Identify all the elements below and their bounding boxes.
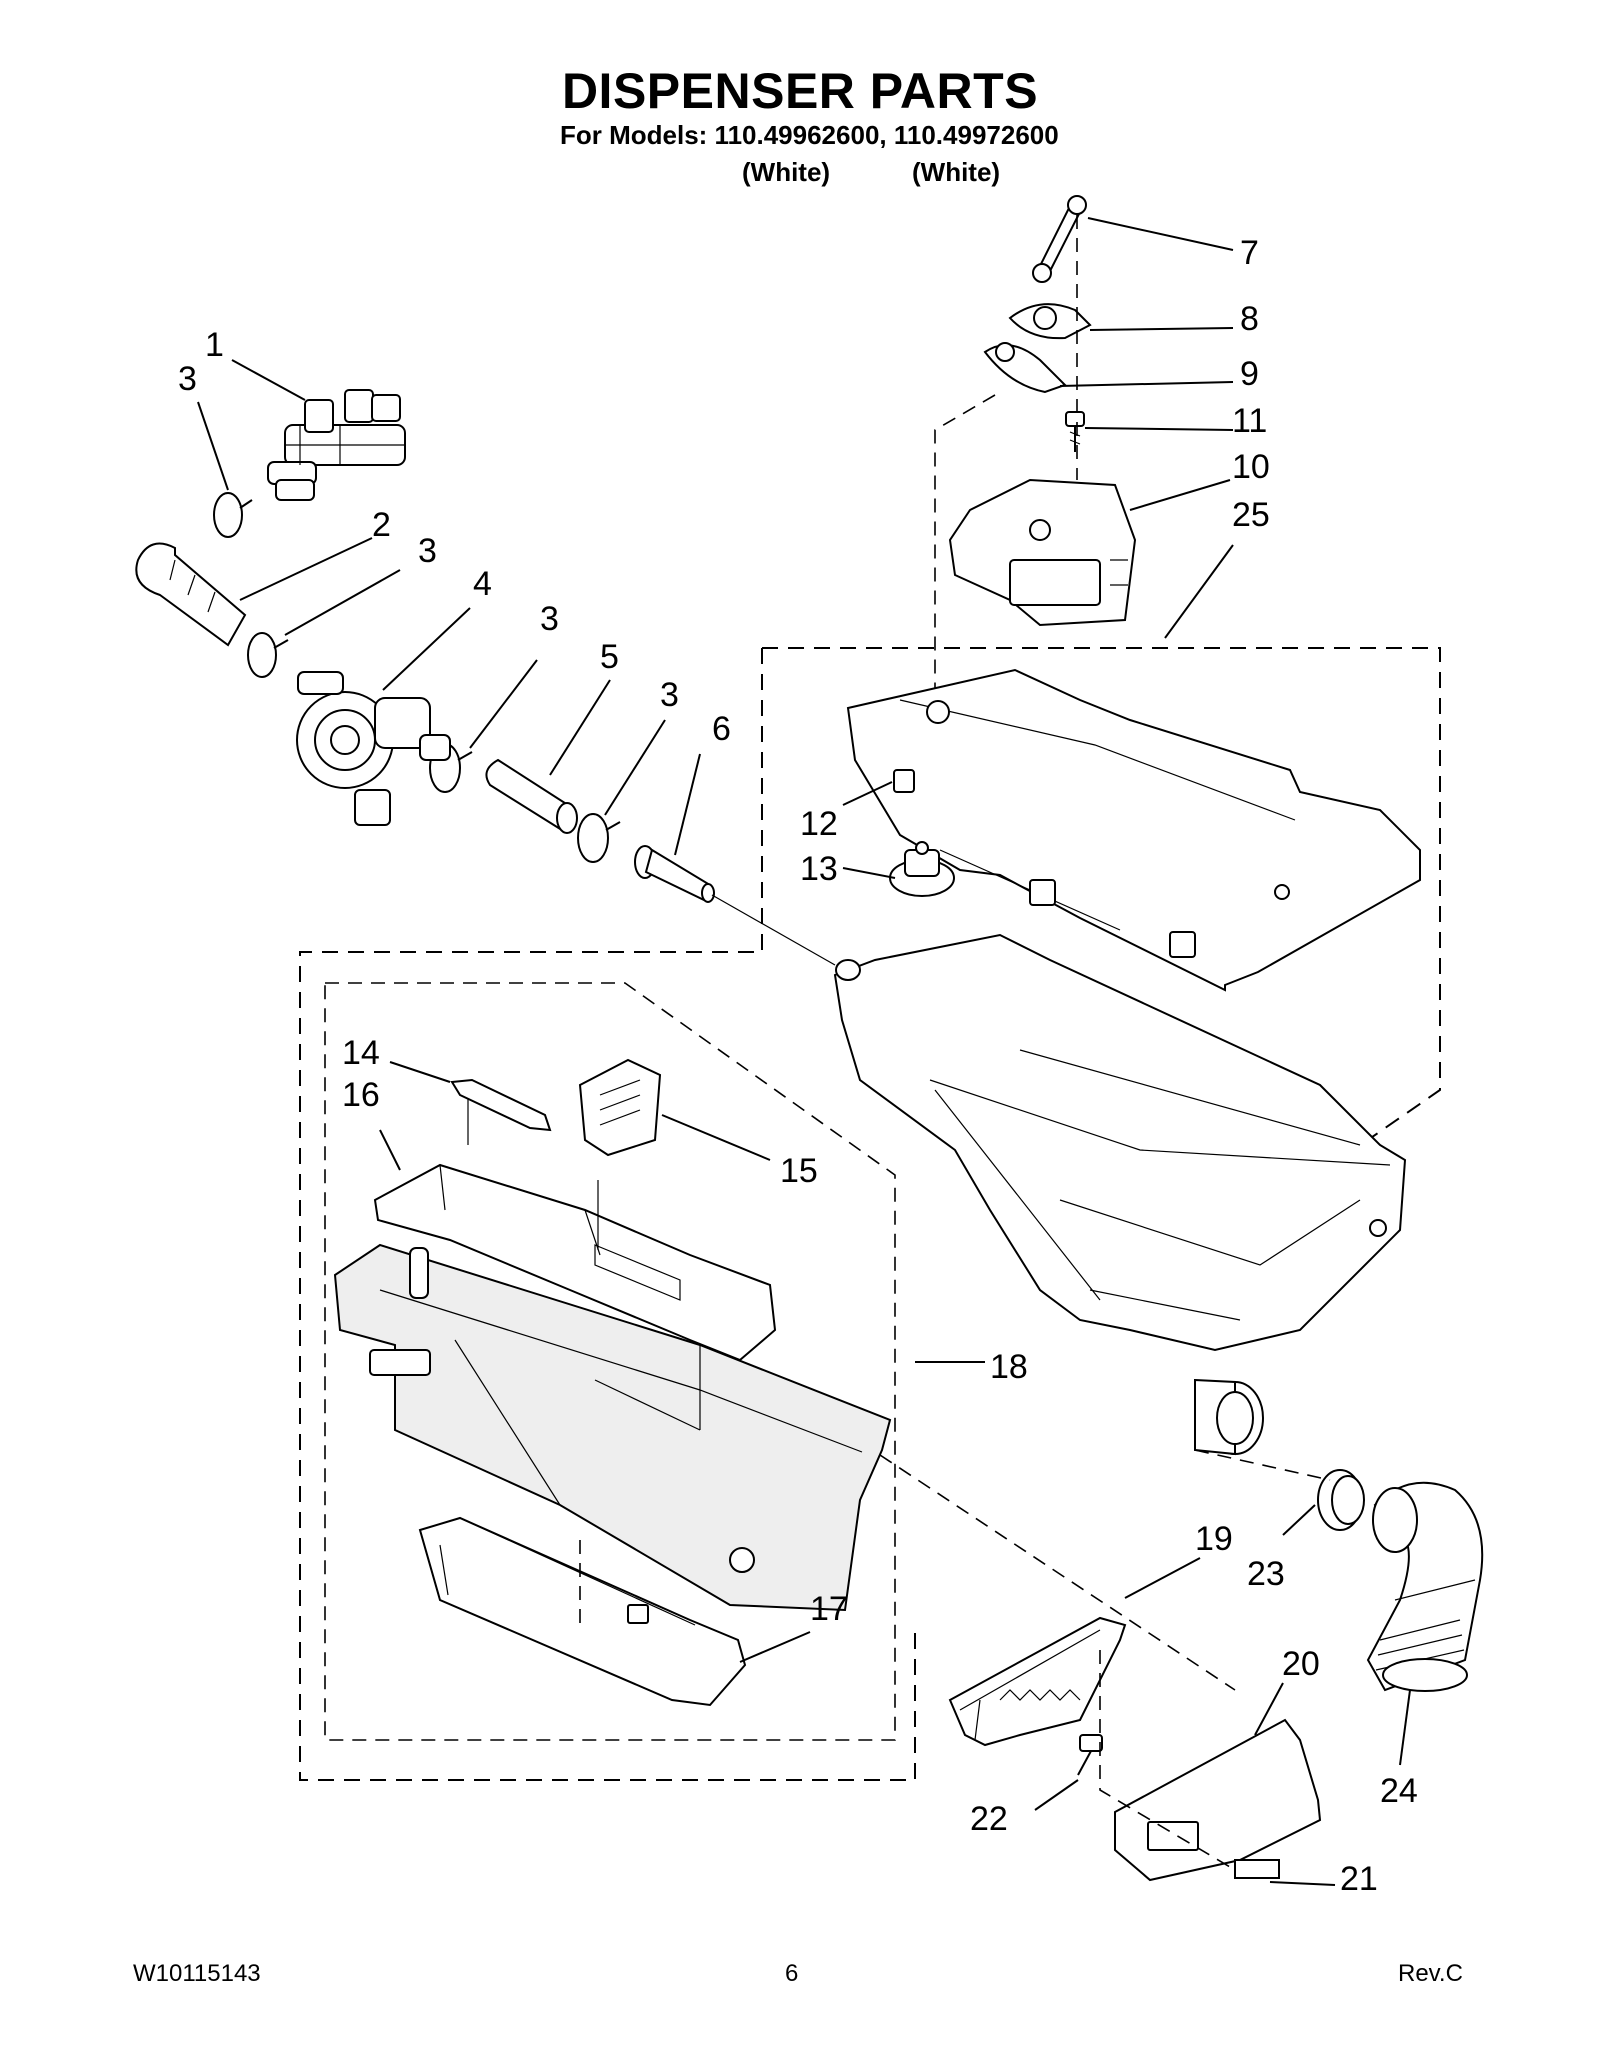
page-number: 6: [785, 1960, 799, 1987]
hose-clamp-part: [213, 492, 253, 538]
callout-1: 1: [205, 326, 224, 364]
hose-clamp-part: [577, 813, 621, 863]
callout-7: 7: [1240, 234, 1259, 272]
assembly-axis: [879, 1454, 1236, 1691]
callout-5: 5: [600, 638, 619, 676]
model-variant-1: (White): [742, 157, 831, 187]
screw-part: [1065, 411, 1085, 452]
actuator-arm-part: [1032, 195, 1087, 283]
drawer-panel-part: [1114, 1718, 1322, 1882]
revision-label: Rev.C: [1398, 1960, 1463, 1987]
callout-11: 11: [1232, 402, 1267, 440]
screw-part: [1077, 1734, 1103, 1776]
hose-clamp-part: [247, 632, 289, 678]
document-number: W10115143: [133, 1960, 261, 1987]
callout-8: 8: [1240, 300, 1259, 338]
models-line: For Models: 110.49962600, 110.49972600: [560, 120, 1059, 150]
callout-9: 9: [1240, 355, 1259, 393]
callout-15: 15: [780, 1152, 818, 1190]
drawer-body-part: [333, 1243, 892, 1612]
callout-24: 24: [1380, 1772, 1418, 1810]
callout-10: 10: [1232, 448, 1270, 486]
callout-19: 19: [1195, 1520, 1233, 1558]
callout-6: 6: [712, 710, 731, 748]
callout-21: 21: [1340, 1860, 1378, 1898]
model-variant-2: (White): [912, 157, 1001, 187]
air-gap-part: [296, 671, 451, 826]
drawer-handle-frame-part: [948, 1616, 1127, 1747]
dispenser-housing-part: [833, 933, 1407, 1456]
callout-14: 14: [342, 1034, 380, 1072]
callout-3: 3: [540, 600, 559, 638]
callout-17: 17: [810, 1590, 848, 1628]
label-part: [1234, 1859, 1280, 1879]
callout-16: 16: [342, 1076, 380, 1114]
nozzle-part: [634, 845, 715, 903]
page-title: DISPENSER PARTS: [561, 63, 1039, 119]
assembly-axis: [934, 394, 996, 690]
gasket-part: [1317, 1469, 1365, 1531]
callout-3: 3: [178, 360, 197, 398]
drawer-front-part: [418, 1516, 747, 1707]
actuator-motor-part: [948, 478, 1137, 627]
actuator-plate-part: [1008, 303, 1092, 340]
callout-12: 12: [800, 805, 838, 843]
siphon-cap-part: [578, 1058, 662, 1157]
assembly-18-boundary: [324, 982, 896, 1741]
drain-hose-part: [1366, 1481, 1484, 1692]
assembly-axis: [1099, 1650, 1236, 1871]
water-valve-part: [267, 389, 406, 501]
callout-23: 23: [1247, 1555, 1285, 1593]
fitting-part: [889, 841, 955, 897]
callout-20: 20: [1282, 1645, 1320, 1683]
dispenser-cover-part: [846, 668, 1421, 992]
assembly-25-boundary: [762, 647, 1441, 1226]
drawer-latch-part: [450, 1078, 552, 1132]
tube-part: [485, 758, 578, 834]
assembly-outer-boundary: [299, 648, 916, 1781]
callout-3: 3: [418, 532, 437, 570]
callout-25: 25: [1232, 496, 1270, 534]
drawer-top-part: [373, 1163, 777, 1362]
callout-3: 3: [660, 676, 679, 714]
assembly-axis: [1194, 1449, 1331, 1481]
leader-line: [711, 894, 836, 966]
assembly-axis: [467, 1098, 599, 1250]
callout-13: 13: [800, 850, 838, 888]
callout-2: 2: [372, 506, 391, 544]
callout-18: 18: [990, 1348, 1028, 1386]
leader-arrows: [197, 217, 1411, 1886]
inlet-hose-part: [135, 542, 247, 647]
actuator-gasket-part: [983, 342, 1067, 394]
callout-4: 4: [473, 565, 492, 603]
callout-labels: 1 2 3 3 3 3 4 5 6 7 8 9 10 11 12 13 14 1…: [178, 234, 1418, 1898]
callout-22: 22: [970, 1800, 1008, 1838]
